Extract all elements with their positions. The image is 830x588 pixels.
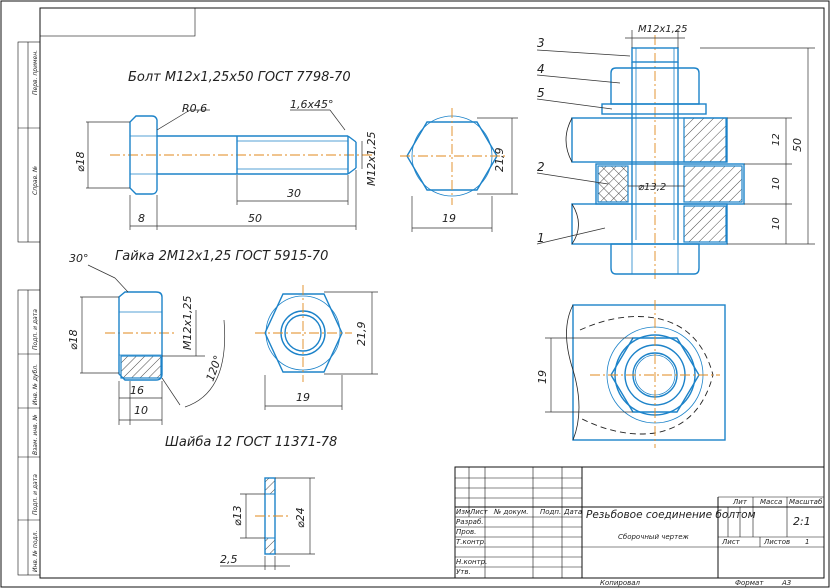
bolt-hex-view <box>400 108 518 232</box>
asm-dim-thread: М12х1,25 <box>638 24 688 35</box>
stamp-inv-dubl: Инв. № дубл. <box>32 364 39 405</box>
stamp-perv: Перв. примен. <box>32 50 39 95</box>
bolt-dim-across-flats: 19 <box>442 212 456 225</box>
callout-5: 5 <box>537 86 545 100</box>
washer-dim-d1: ⌀13 <box>231 505 244 526</box>
tb-mass: Масса <box>760 498 782 506</box>
bolt-dim-head-h: 8 <box>138 212 145 225</box>
tb-utv: Утв. <box>456 568 471 576</box>
side-stamp-labels: Перв. примен. Справ. № Подп. и дата Инв.… <box>32 50 39 572</box>
bolt-dim-chamfer: 1,6х45° <box>290 98 334 111</box>
bolt-title: Болт М12х1,25х50 ГОСТ 7798-70 <box>128 70 351 85</box>
nut-dim-cone: 120° <box>204 354 225 383</box>
tb-izm: Изм <box>456 508 471 516</box>
nut-dim-h1: 16 <box>130 384 144 397</box>
bolt-dim-len: 50 <box>248 212 262 225</box>
asm-dim-hole: ⌀13,2 <box>638 182 666 193</box>
nut-dim-across-corners: 21,9 <box>355 322 368 347</box>
tb-prov: Пров. <box>456 528 476 536</box>
tb-data: Дата <box>563 508 582 516</box>
tb-ndoc: № докум. <box>493 508 529 516</box>
title-block-text: Изм Лист № докум. Подп. Дата Разраб. Про… <box>456 498 823 587</box>
callout-1: 1 <box>537 231 545 245</box>
bolt-dim-thread-len: 30 <box>287 187 301 200</box>
assembly-section <box>536 30 815 280</box>
tb-razrab: Разраб. <box>456 518 484 526</box>
asm-dim-19: 19 <box>536 370 549 384</box>
nut-dim-thread: М12х1,25 <box>181 296 194 351</box>
tb-kopiroval: Копировал <box>600 579 641 587</box>
bolt-dim-across-corners: 21,9 <box>493 148 506 173</box>
callout-4: 4 <box>537 62 545 76</box>
asm-dim-10b: 10 <box>771 217 782 230</box>
nut-dim-across-flats: 19 <box>296 391 310 404</box>
stamp-sprav: Справ. № <box>32 166 39 195</box>
nut-dim-h2: 10 <box>134 404 148 417</box>
bolt-dim-radius: R0,6 <box>182 102 207 115</box>
callout-3: 3 <box>537 36 545 50</box>
title-block <box>454 466 825 579</box>
tb-doc-type: Сборочный чертеж <box>618 533 689 541</box>
stamp-podp1: Подп. и дата <box>32 309 39 350</box>
washer-view <box>220 477 315 570</box>
washer-title: Шайба 12 ГОСТ 11371-78 <box>165 435 337 450</box>
tb-format-value: А3 <box>781 579 791 587</box>
nut-title: Гайка 2М12х1,25 ГОСТ 5915-70 <box>115 249 328 264</box>
tb-list: Лист <box>469 508 489 516</box>
tb-name: Резьбовое соединение болтом <box>586 509 756 521</box>
nut-hex-view <box>255 285 378 410</box>
asm-dim-50: 50 <box>791 138 804 152</box>
nut-dim-dia: ⌀18 <box>67 329 80 350</box>
tb-podp: Подп. <box>540 508 561 516</box>
stamp-podp2: Подп. и дата <box>32 474 39 515</box>
tb-scale-value: 2:1 <box>793 515 811 528</box>
asm-dim-12: 12 <box>771 133 782 146</box>
tb-sheet: Лист <box>721 538 741 546</box>
stamp-vzam: Взам. инв. № <box>32 414 39 455</box>
bolt-dim-thread: М12х1,25 <box>365 132 378 187</box>
asm-dim-10a: 10 <box>771 177 782 190</box>
washer-dim-t: 2,5 <box>220 553 238 566</box>
callout-2: 2 <box>537 160 545 174</box>
washer-dim-d2: ⌀24 <box>294 507 307 528</box>
tb-scale: Масштаб <box>789 498 823 506</box>
nut-dim-angle: 30° <box>69 252 89 265</box>
tb-lit: Лит <box>732 498 748 506</box>
bolt-front-view <box>86 109 372 230</box>
bolt-dim-head-dia: ⌀18 <box>74 151 87 172</box>
assembly-top-view <box>545 300 726 448</box>
tb-sheets: Листов <box>763 538 790 546</box>
tb-sheets-count: 1 <box>805 538 809 546</box>
stamp-inv-podl: Инв. № подл. <box>32 531 39 572</box>
tb-tkontr: Т.контр. <box>456 538 486 546</box>
tb-format: Формат <box>735 579 764 587</box>
nut-front-view <box>80 264 226 425</box>
tb-nkontr: Н.контр. <box>456 558 487 566</box>
